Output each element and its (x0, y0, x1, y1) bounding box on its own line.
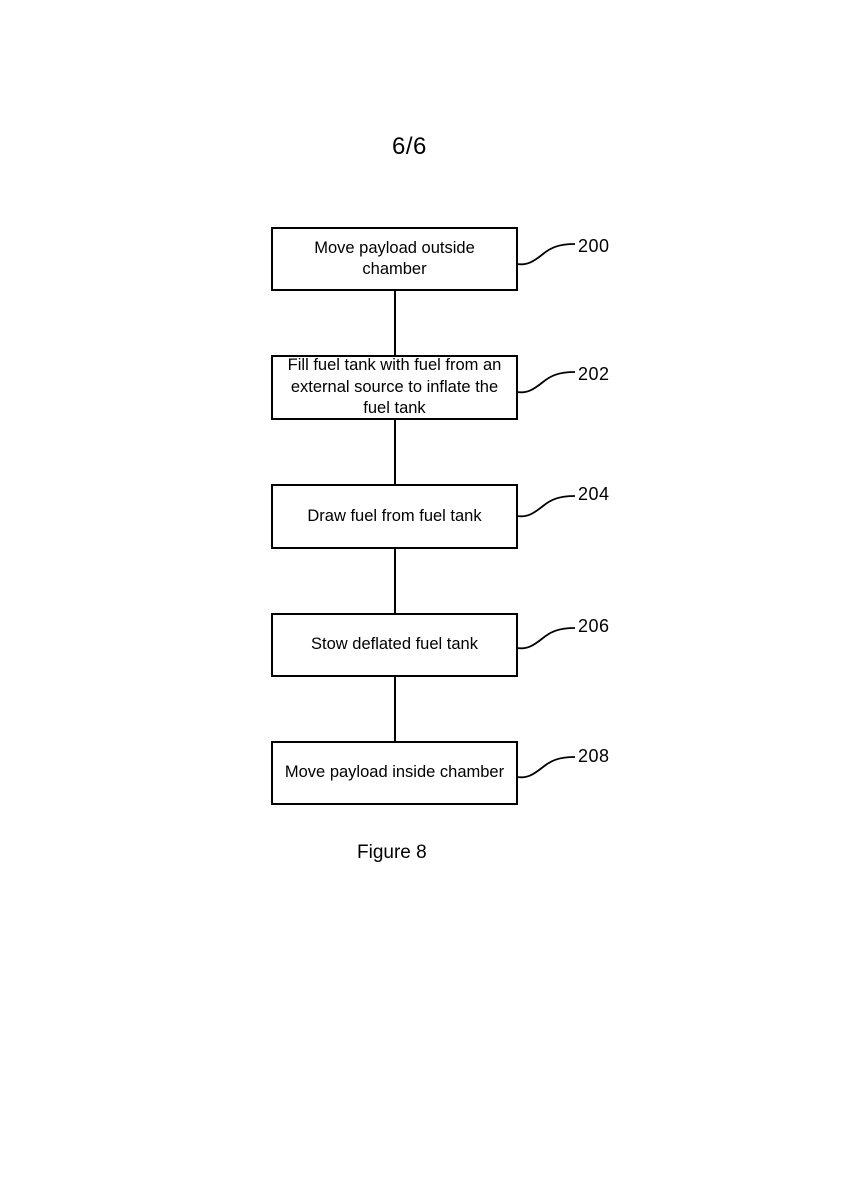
reference-number-204: 204 (578, 484, 610, 504)
reference-number-208: 208 (578, 746, 610, 766)
flow-step-label-206: Stow deflated fuel tank (311, 635, 478, 654)
sheet-number: 6/6 (392, 133, 427, 160)
flow-step-label-200: Move payload outside chamber (314, 238, 475, 279)
reference-lead-line-204 (517, 495, 575, 518)
figure-caption: Figure 8 (357, 842, 427, 863)
flow-connector-line-1 (394, 291, 396, 355)
flow-connector-line-4 (394, 677, 396, 741)
flow-step-box-200: Move payload outside chamber (271, 227, 518, 291)
reference-lead-line-200 (517, 243, 575, 266)
flow-step-box-202: Fill fuel tank with fuel from an externa… (271, 355, 518, 420)
reference-lead-line-202 (517, 371, 575, 394)
flow-step-label-202: Fill fuel tank with fuel from an externa… (287, 356, 502, 418)
flow-connector-line-3 (394, 549, 396, 613)
flow-step-box-206: Stow deflated fuel tank (271, 613, 518, 677)
reference-number-200: 200 (578, 236, 610, 256)
flow-step-box-208: Move payload inside chamber (271, 741, 518, 805)
flow-step-label-208: Move payload inside chamber (284, 763, 505, 782)
reference-lead-line-206 (517, 627, 575, 650)
flow-step-label-204: Draw fuel from fuel tank (307, 506, 482, 525)
flow-connector-line-2 (394, 420, 396, 484)
flow-step-box-204: Draw fuel from fuel tank (271, 484, 518, 549)
reference-number-202: 202 (578, 364, 610, 384)
reference-lead-line-208 (517, 756, 575, 779)
reference-number-206: 206 (578, 616, 610, 636)
